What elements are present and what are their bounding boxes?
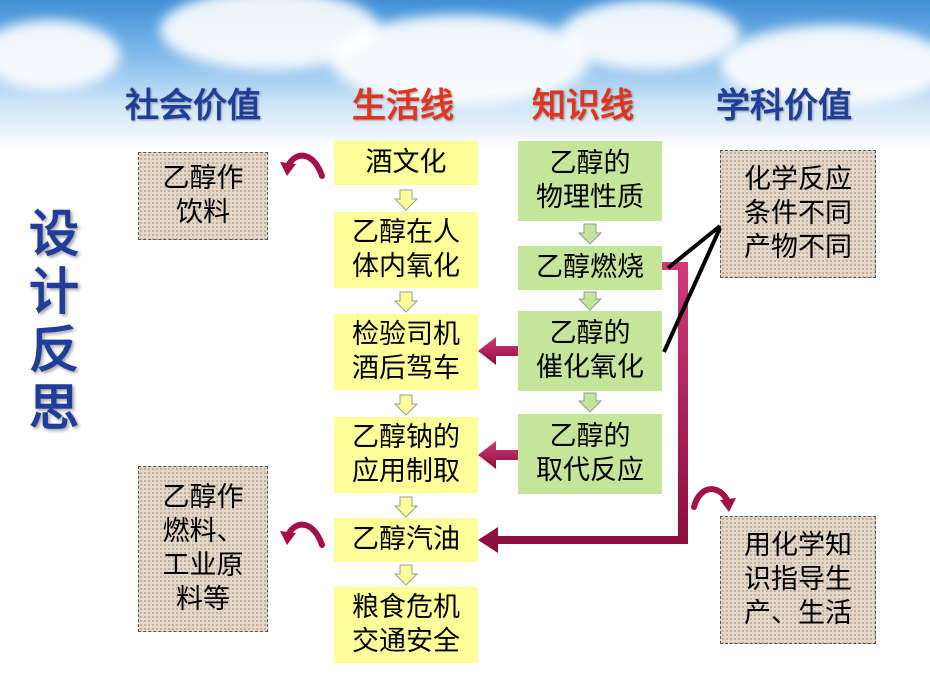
cloud (0, 20, 120, 90)
down-arrow (577, 392, 603, 413)
social-box-beverage: 乙醇作饮料 (138, 152, 268, 240)
life-box-drunk-driving-test: 检验司机酒后驾车 (334, 314, 478, 390)
box-line: 条件不同 (744, 198, 852, 229)
down-arrow (393, 394, 419, 416)
header-knowledge-line: 知识线 (532, 86, 634, 126)
box-line: 粮食危机 (352, 592, 460, 623)
cloud (720, 25, 930, 105)
box-line: 乙醇汽油 (352, 524, 460, 555)
knowledge-flow-arrows (577, 223, 603, 413)
box-line: 乙醇的 (549, 421, 631, 452)
box-line: 产、生活 (744, 598, 852, 629)
box-line: 用化学知 (744, 530, 852, 561)
subject-box-reaction-conditions: 化学反应条件不同产物不同 (720, 150, 876, 278)
left-arrow (478, 441, 518, 469)
box-line: 化学反应 (744, 164, 852, 195)
down-arrow (393, 564, 419, 586)
box-line: 乙醇的 (549, 318, 631, 349)
header-subject-value: 学科价值 (716, 86, 852, 126)
cloud (330, 15, 590, 105)
knowledge-to-life-arrows (478, 337, 518, 469)
bracket-line (666, 224, 722, 270)
box-line: 酒后驾车 (352, 353, 460, 384)
knowledge-box-combustion: 乙醇燃烧 (518, 246, 662, 290)
box-line: 应用制取 (352, 456, 460, 487)
vertical-title-char: 计 (29, 263, 79, 321)
combustion-to-gasoline-arrow (478, 262, 688, 553)
down-arrow (393, 291, 419, 313)
box-line: 乙醇作 (162, 482, 244, 513)
arrowhead-icon (280, 531, 296, 545)
arrowhead-icon (280, 162, 296, 176)
life-box-ethanol-gasoline: 乙醇汽油 (334, 518, 478, 562)
down-arrow (393, 496, 419, 518)
knowledge-box-substitution: 乙醇的取代反应 (518, 414, 662, 494)
vertical-title-char: 反 (29, 321, 79, 379)
vertical-title-char: 思 (29, 379, 79, 437)
curved-arrow-icon (285, 152, 325, 179)
knowledge-box-catalytic-oxidation: 乙醇的催化氧化 (518, 311, 662, 391)
box-line: 乙醇作 (162, 163, 244, 194)
curved-arrows (285, 152, 731, 548)
bracket-line (662, 227, 722, 353)
sky-background (0, 0, 930, 150)
curved-arrow-heads (280, 162, 736, 545)
box-line: 体内氧化 (352, 251, 460, 282)
box-line: 乙醇燃烧 (536, 252, 644, 283)
life-box-body-oxidation: 乙醇在人体内氧化 (334, 212, 478, 288)
box-line: 物理性质 (536, 182, 644, 213)
subject-box-guide-production: 用化学知识指导生产、生活 (720, 516, 876, 644)
box-line: 酒文化 (365, 147, 447, 178)
box-line: 交通安全 (352, 626, 460, 657)
box-line: 产物不同 (744, 232, 852, 263)
down-arrow (393, 189, 419, 211)
box-line: 乙醇在人 (352, 217, 460, 248)
box-line: 料等 (176, 584, 230, 615)
header-life-line: 生活线 (352, 86, 454, 126)
vertical-title: 设 计 反 思 (24, 205, 84, 437)
down-arrow (577, 291, 603, 311)
box-line: 燃料、 (162, 516, 244, 547)
box-line: 工业原 (162, 550, 244, 581)
social-box-fuel: 乙醇作燃料、工业原料等 (138, 466, 268, 632)
life-box-sodium-ethoxide: 乙醇钠的应用制取 (334, 417, 478, 493)
life-box-wine-culture: 酒文化 (334, 141, 478, 185)
cloud (560, 0, 740, 70)
box-line: 催化氧化 (536, 352, 644, 383)
box-line: 饮料 (176, 197, 230, 228)
down-arrow (577, 223, 603, 245)
knowledge-box-physical-properties: 乙醇的物理性质 (518, 141, 662, 221)
header-social-value: 社会价值 (125, 86, 261, 126)
life-box-food-crisis: 粮食危机交通安全 (334, 587, 478, 663)
vertical-title-char: 设 (29, 205, 79, 263)
arrowhead-icon (720, 498, 736, 512)
left-arrow (478, 337, 518, 365)
life-flow-arrows (393, 189, 419, 586)
box-line: 检验司机 (352, 319, 460, 350)
curved-arrow-icon (691, 486, 731, 510)
curved-arrow-icon (285, 521, 325, 548)
box-line: 乙醇钠的 (352, 422, 460, 453)
box-line: 乙醇的 (549, 148, 631, 179)
box-line: 识指导生 (744, 564, 852, 595)
box-line: 取代反应 (536, 455, 644, 486)
